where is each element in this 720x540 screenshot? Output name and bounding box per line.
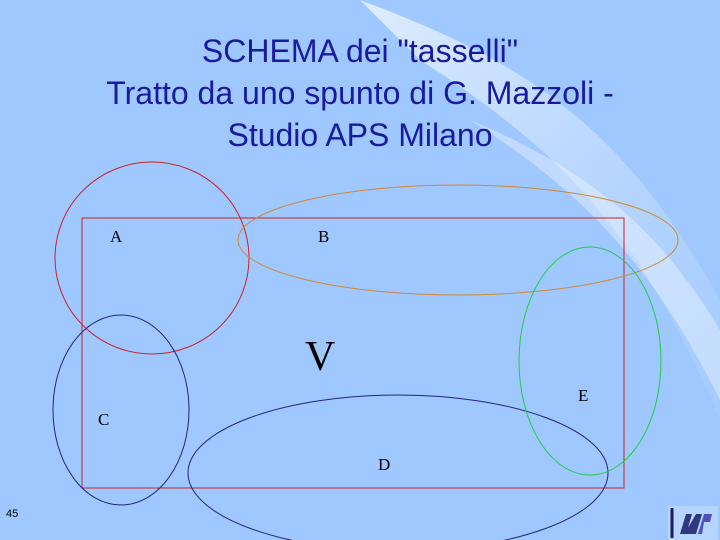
label-v: V (305, 334, 335, 380)
page-number: 45 (6, 508, 19, 520)
ellipse-c (52, 314, 190, 506)
title-line-1: SCHEMA dei "tasselli" (201, 33, 519, 69)
background-sweep (360, 0, 720, 420)
main-rectangle (81, 217, 625, 489)
ellipse-d (187, 394, 609, 540)
label-a: A (110, 227, 123, 246)
logo-icon (668, 506, 718, 540)
ellipse-b (237, 184, 679, 296)
label-e: E (578, 386, 588, 405)
title-line-2: Tratto da uno spunto di G. Mazzoli - (106, 75, 614, 111)
label-d: D (378, 455, 390, 474)
ellipse-e (518, 246, 662, 476)
label-b: B (318, 227, 329, 246)
ellipse-a (54, 161, 250, 355)
background-sweep-highlight (470, 120, 720, 400)
slide-title: SCHEMA dei "tasselli" Tratto da uno spun… (40, 30, 680, 156)
title-line-3: Studio APS Milano (227, 117, 493, 153)
label-c: C (98, 410, 109, 429)
